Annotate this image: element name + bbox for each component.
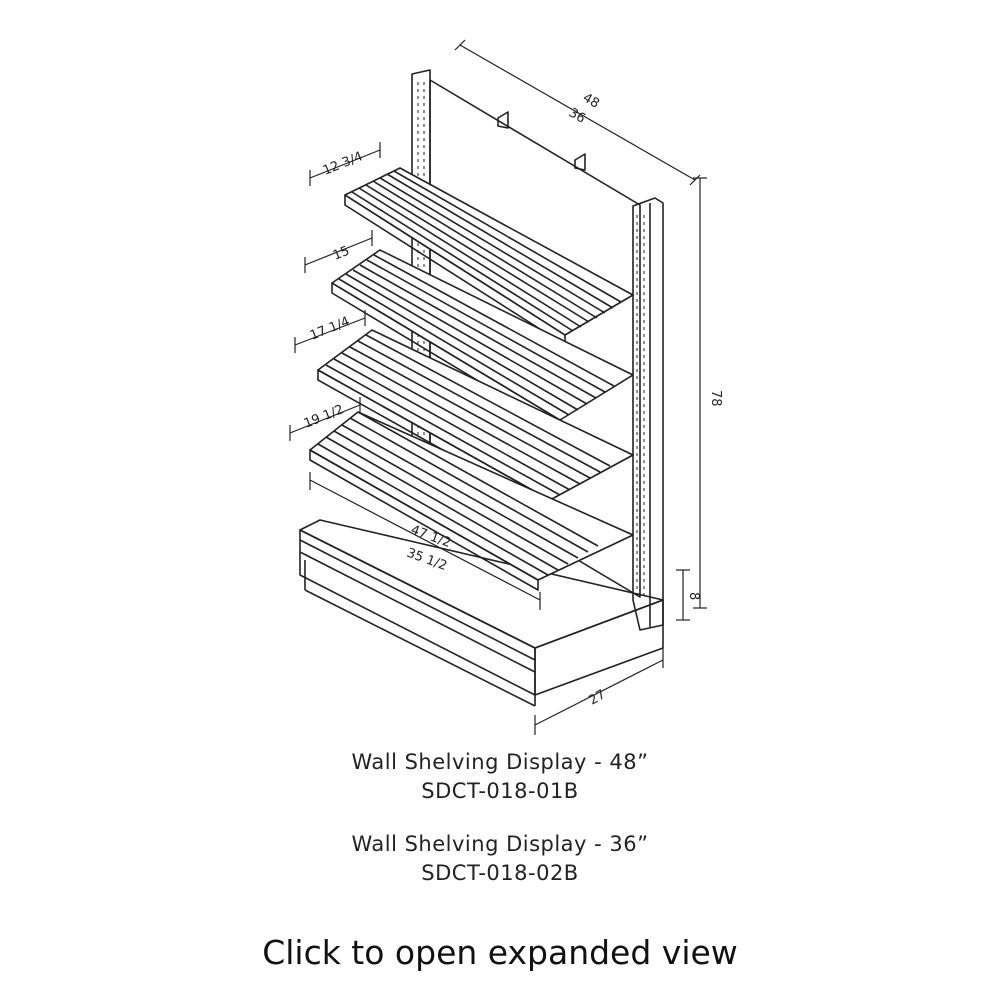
shelf-1 <box>344 167 634 346</box>
dim-base-width-36: 35 1/2 <box>405 546 449 574</box>
dim-base-height: 8 <box>686 592 701 600</box>
dim-depth: 27 <box>587 687 609 708</box>
dim-width-36: 36 <box>566 105 588 126</box>
top-bracket-2 <box>574 153 586 171</box>
shelf-2 <box>331 249 634 431</box>
expanded-view-link[interactable]: Click to open expanded view <box>262 933 738 972</box>
caption-48-sku: SDCT-018-01B <box>421 779 579 803</box>
dim-height: 78 <box>708 390 723 407</box>
shelving-diagram: 48 36 78 8 27 12 3/4 15 17 1/4 19 1/2 47… <box>289 39 723 735</box>
caption-36-title: Wall Shelving Display - 36” <box>351 832 649 856</box>
dimension-lines <box>289 39 707 735</box>
caption-48-title: Wall Shelving Display - 48” <box>351 750 649 774</box>
shelf-3 <box>317 329 634 511</box>
right-upright-slots <box>636 215 645 595</box>
dim-shelf-1: 12 3/4 <box>321 149 365 178</box>
caption-36-sku: SDCT-018-02B <box>421 861 579 885</box>
dim-shelf-2: 15 <box>331 244 352 264</box>
dim-width-48: 48 <box>580 90 602 111</box>
shelf-4 <box>309 411 634 591</box>
top-bracket-1 <box>497 111 509 129</box>
dim-shelf-3: 17 1/4 <box>308 314 352 343</box>
